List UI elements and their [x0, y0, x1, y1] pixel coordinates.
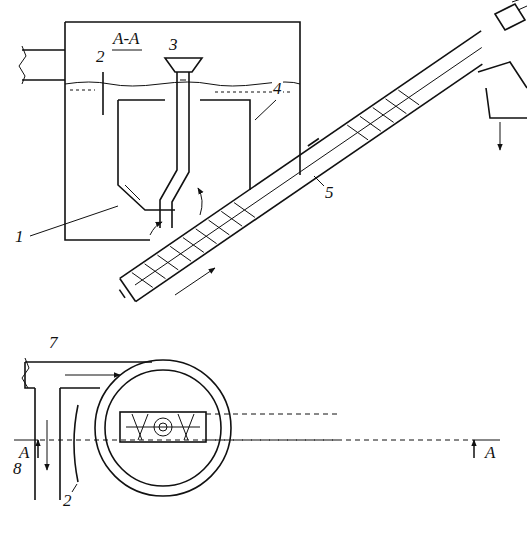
screw-stroke	[120, 31, 481, 279]
callout-number: 1	[14, 228, 25, 246]
screw-stroke	[170, 246, 191, 261]
screw-stroke	[157, 255, 178, 270]
callout-number: 2	[95, 48, 106, 66]
callout-number: 3	[168, 36, 179, 54]
screw-stroke	[209, 220, 230, 235]
screw-stroke	[183, 238, 204, 253]
section-title: A-A	[112, 30, 140, 48]
screw-stroke	[196, 229, 217, 244]
drive-and-chute	[175, 0, 527, 295]
screw-stroke	[132, 273, 153, 288]
callout-number: 8	[12, 460, 23, 478]
screw-stroke	[373, 108, 394, 123]
screw-stroke	[221, 211, 242, 226]
callout-number: 5	[324, 184, 335, 202]
section-mark: A	[484, 444, 496, 462]
screw-stroke	[119, 290, 125, 298]
callout-number: 7	[48, 334, 59, 352]
screw-stroke	[347, 125, 368, 140]
tank-section	[19, 22, 324, 240]
section-mark: A	[18, 444, 30, 462]
screw-stroke	[145, 264, 166, 279]
callout-number: 2	[62, 492, 73, 510]
screw-stroke	[135, 48, 482, 286]
screw-stroke	[120, 278, 136, 301]
screw-stroke	[136, 64, 483, 301]
screw-stroke	[308, 138, 319, 146]
plan-view	[14, 358, 500, 500]
screw-stroke	[360, 116, 381, 131]
callout-number: 4	[272, 80, 283, 98]
screw-conveyor	[119, 31, 482, 302]
screw-stroke	[234, 203, 255, 218]
screw-stroke	[398, 90, 419, 105]
screw-stroke	[386, 99, 407, 114]
